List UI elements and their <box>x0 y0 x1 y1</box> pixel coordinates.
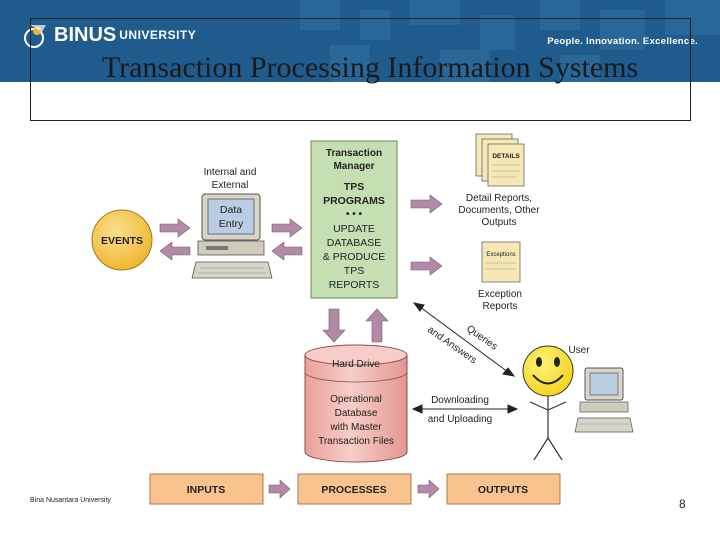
tps-programs-box: Transaction Manager TPS PROGRAMS • • • U… <box>310 140 398 299</box>
details-doc-label: DETAILS <box>492 153 520 160</box>
logo-suffix-text: UNIVERSITY <box>119 28 197 42</box>
arrow-tps-to-db <box>322 308 346 343</box>
footer-university: Bina Nusantara University <box>30 497 111 504</box>
tagline: People. Innovation. Excellence. <box>547 36 698 47</box>
flow-outputs: OUTPUTS <box>446 473 561 505</box>
tps-line-2: Manager <box>333 161 374 172</box>
arrow-tps-to-entry <box>271 241 303 261</box>
tps-line-5: • • • <box>346 209 363 220</box>
tps-line-10: REPORTS <box>329 279 380 291</box>
db-text-3: with Master <box>329 422 382 433</box>
db-text-2: Database <box>335 408 378 419</box>
hard-drive-label: Hard Drive <box>332 359 380 370</box>
details-documents-icon: DETAILS <box>475 133 525 187</box>
header-band: BINUS UNIVERSITY People. Innovation. Exc… <box>0 0 720 82</box>
data-entry-caption-2: External <box>212 180 249 191</box>
data-entry-computer-icon: Data Entry <box>191 193 273 279</box>
arrow-entry-to-tps <box>271 218 303 238</box>
tps-line-7: DATABASE <box>327 237 381 249</box>
tps-line-1: Transaction <box>326 148 382 159</box>
arrow-processes-to-outputs <box>417 479 440 499</box>
arrow-entry-to-events <box>159 241 191 261</box>
tps-line-8: & PRODUCE <box>323 251 385 263</box>
details-caption-2: Documents, Other <box>458 205 540 216</box>
tps-line-6: UPDATE <box>333 223 375 235</box>
exceptions-caption-2: Reports <box>482 301 517 312</box>
download-upload-arrow <box>411 404 519 414</box>
events-label: EVENTS <box>101 235 143 247</box>
user-label: User <box>568 345 590 356</box>
data-entry-screen-2: Entry <box>219 218 244 230</box>
slide-title: Transaction Processing Information Syste… <box>101 51 639 84</box>
db-text-1: Operational <box>330 394 382 405</box>
arrow-tps-to-details <box>410 194 443 214</box>
tps-line-3: TPS <box>344 181 364 193</box>
header-pattern <box>300 0 720 82</box>
flow-inputs: INPUTS <box>149 473 264 505</box>
data-entry-screen-1: Data <box>220 204 242 216</box>
smiley-user-icon <box>522 345 574 461</box>
flow-outputs-label: OUTPUTS <box>478 484 528 496</box>
arrow-db-to-tps <box>365 308 389 343</box>
arrow-tps-to-exceptions <box>410 256 443 276</box>
db-text-4: Transaction Files <box>318 436 394 447</box>
tps-line-4: PROGRAMS <box>323 195 385 207</box>
tps-line-9: TPS <box>344 265 364 277</box>
flow-processes-label: PROCESSES <box>321 484 386 496</box>
download-label-1: Downloading <box>431 395 489 406</box>
details-caption-1: Detail Reports, <box>466 193 532 204</box>
operational-database-cylinder: Hard Drive Operational Database with Mas… <box>304 344 408 463</box>
exceptions-caption-1: Exception <box>478 289 522 300</box>
download-label-2: and Uploading <box>428 414 493 425</box>
binus-logo-icon <box>24 25 46 48</box>
user-computer-icon <box>574 367 634 433</box>
page-number: 8 <box>679 497 686 511</box>
details-caption-3: Outputs <box>481 217 516 228</box>
exceptions-doc-label: Exceptions <box>486 252 515 258</box>
arrow-inputs-to-processes <box>268 479 291 499</box>
data-entry-caption-1: Internal and <box>204 167 257 178</box>
flow-inputs-label: INPUTS <box>187 484 226 496</box>
queries-label-1: Queries <box>464 323 499 352</box>
flow-processes: PROCESSES <box>297 473 412 505</box>
binus-logo: BINUS UNIVERSITY <box>22 20 196 50</box>
arrow-events-to-entry <box>159 218 191 238</box>
queries-answers-arrow <box>412 302 516 377</box>
events-node: EVENTS <box>91 209 153 271</box>
logo-brand-text: BINUS <box>54 23 117 46</box>
title-frame <box>30 18 691 121</box>
exceptions-document-icon: Exceptions <box>481 241 521 283</box>
